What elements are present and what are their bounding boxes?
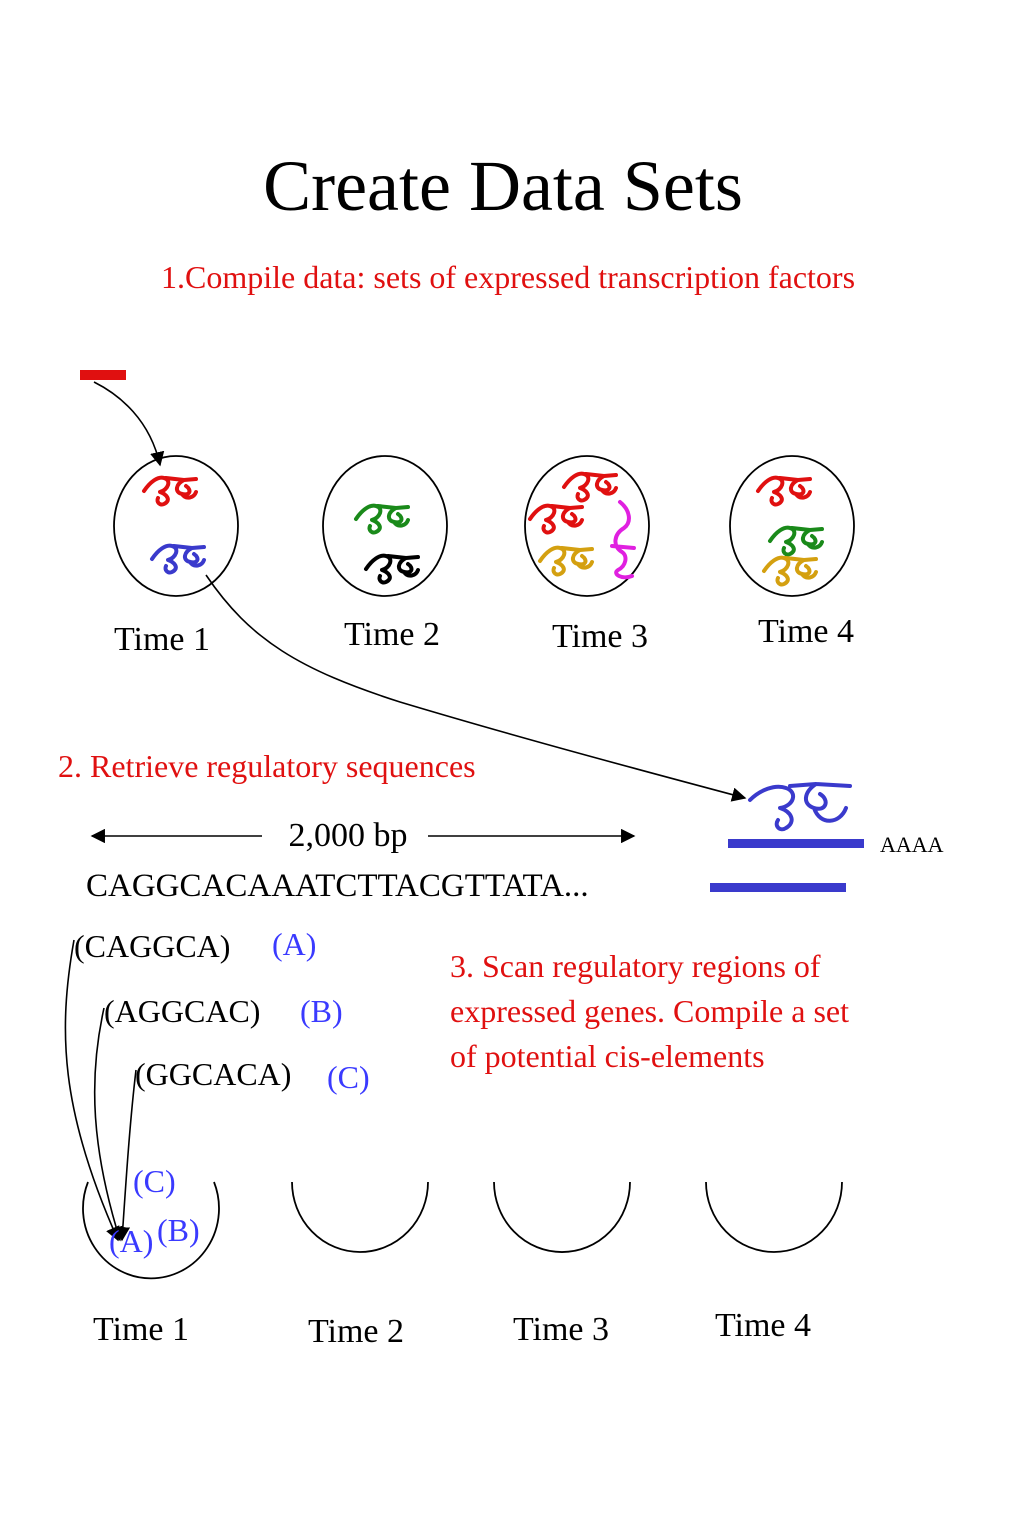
tf-blue-bound-icon — [748, 782, 852, 832]
page-title: Create Data Sets — [263, 146, 743, 226]
cell-tag: (C) — [133, 1163, 176, 1199]
tf-green-icon — [354, 503, 410, 535]
step3-text-line3: of potential cis-elements — [450, 1038, 765, 1074]
polya-tail: AAAA — [880, 832, 944, 857]
motif-tag: (A) — [272, 926, 316, 962]
cell-time4 — [729, 455, 855, 597]
cell-time1 — [113, 455, 239, 597]
step2-text: 2. Retrieve regulatory sequences — [58, 748, 476, 784]
regulatory-sequence: CAGGCACAAATCTTACGTTATA... — [86, 868, 589, 904]
tf-red-icon — [142, 475, 198, 507]
tf-red-icon — [562, 471, 618, 503]
motif-seq: (CAGGCA) — [74, 928, 230, 964]
tf-red-icon — [756, 475, 812, 507]
tf-blue-icon — [150, 543, 206, 575]
step3-text-line2: expressed genes. Compile a set — [450, 993, 849, 1029]
bottom-cell-time4 — [705, 1181, 843, 1253]
motif-tag: (B) — [300, 993, 343, 1029]
bottom-cell-time3 — [493, 1181, 631, 1253]
bottom-cell-time1 — [82, 1181, 220, 1280]
bottom-time-label: Time 2 — [308, 1313, 404, 1350]
tf-red-icon — [528, 503, 584, 535]
cell-time3 — [524, 455, 650, 597]
bottom-cell-time2 — [291, 1181, 429, 1253]
motif-tag: (C) — [327, 1059, 370, 1095]
tf-green-icon — [768, 525, 824, 557]
motif-seq: (AGGCAC) — [104, 993, 260, 1029]
gene-strand-top — [728, 839, 864, 848]
bp-length-label: 2,000 bp — [289, 817, 408, 854]
motif-seq: (GGCACA) — [135, 1056, 291, 1092]
cell-tag: (A) — [109, 1223, 153, 1259]
bottom-time-label: Time 1 — [93, 1311, 189, 1348]
top-time-label: Time 2 — [344, 616, 440, 653]
gene-to-cell-arrow — [93, 381, 165, 467]
gene-strand-bottom — [710, 883, 846, 892]
tf-to-gene-arrow — [205, 574, 747, 802]
top-time-label: Time 4 — [758, 613, 854, 650]
red-gene-bar — [80, 370, 126, 380]
tf-gold-icon — [762, 555, 818, 587]
tf-black-icon — [364, 553, 420, 585]
cell-tag: (B) — [157, 1212, 200, 1248]
top-time-label: Time 1 — [114, 621, 210, 658]
motif-b-arrow — [93, 1007, 124, 1242]
cell-time2 — [322, 455, 448, 597]
motif-a-arrow — [64, 939, 120, 1242]
tf-magenta-icon — [610, 500, 636, 580]
step3-text-line1: 3. Scan regulatory regions of — [450, 948, 821, 984]
step1-text: 1.Compile data: sets of expressed transc… — [161, 259, 855, 295]
motif-c-arrow — [115, 1069, 137, 1242]
top-time-label: Time 3 — [552, 618, 648, 655]
tf-gold-icon — [538, 545, 594, 577]
bottom-time-label: Time 3 — [513, 1311, 609, 1348]
bottom-time-label: Time 4 — [715, 1307, 811, 1344]
